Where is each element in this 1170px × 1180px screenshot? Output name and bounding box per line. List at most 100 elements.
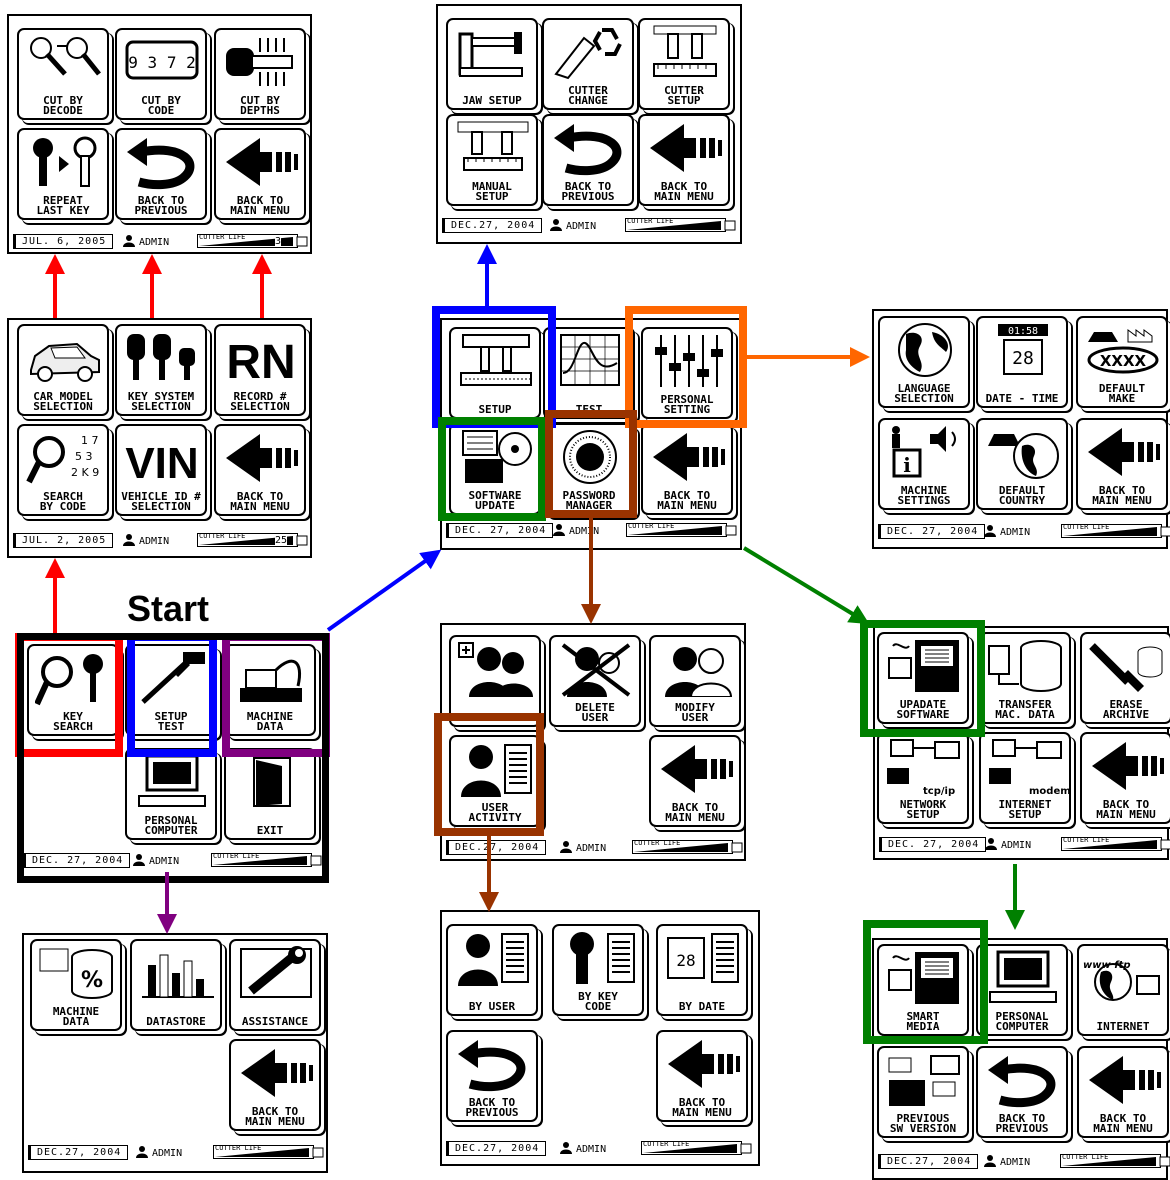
arrow-setup-test-to-software xyxy=(742,546,870,625)
bar-chart-icon xyxy=(138,945,216,1001)
button-label-line: SETUP xyxy=(1008,808,1042,821)
date-display: DEC.27, 2004 xyxy=(442,218,543,233)
software-box-icon xyxy=(457,429,535,485)
repeat-key-icon xyxy=(25,134,103,190)
button-by-user[interactable]: BY USER xyxy=(446,924,538,1016)
button-label-line: SELECTION xyxy=(131,400,191,413)
button-label-line: SETUP xyxy=(475,190,509,203)
svg-text:RN: RN xyxy=(226,336,295,386)
button-test[interactable]: TEST xyxy=(543,327,635,419)
button-setup[interactable]: SETUP xyxy=(449,327,541,419)
button-label-line: SEARCH xyxy=(43,490,83,503)
button-label: JAW SETUP xyxy=(448,95,536,106)
rn-icon: RN xyxy=(222,330,300,389)
button-jaw-setup[interactable]: JAW SETUP xyxy=(446,18,538,110)
key-decode-icon xyxy=(25,34,103,90)
button-label-line: SOFTWARE xyxy=(468,489,522,502)
back-arrow-icon xyxy=(1085,1052,1163,1108)
button-datastore[interactable]: DATASTORE xyxy=(130,939,222,1031)
button-label-line: TEST xyxy=(575,403,603,416)
user-display: ADMIN xyxy=(123,534,169,548)
button-label-line: DELETE xyxy=(575,701,615,714)
user-name: ADMIN xyxy=(1001,840,1032,851)
frame-smart-media xyxy=(863,920,988,1044)
button-assistance[interactable]: ASSISTANCE xyxy=(229,939,321,1031)
button-label-line: CHANGE xyxy=(568,94,608,107)
button-label-line: COMPUTER xyxy=(995,1020,1049,1033)
svg-text:01:58: 01:58 xyxy=(1008,326,1038,337)
button-label-line: SELECTION xyxy=(131,500,191,513)
button-label-line: INTERNET xyxy=(998,798,1052,811)
arrow-main-to-setup-test xyxy=(326,549,442,632)
button-label-line: MAIN MENU xyxy=(230,500,290,513)
frame-password-manager xyxy=(545,410,637,518)
user-log-icon xyxy=(454,930,532,986)
modem-icon xyxy=(987,738,1065,794)
button-label-line: MODIFY xyxy=(675,701,715,714)
svg-text:2 K 9: 2 K 9 xyxy=(71,466,99,479)
